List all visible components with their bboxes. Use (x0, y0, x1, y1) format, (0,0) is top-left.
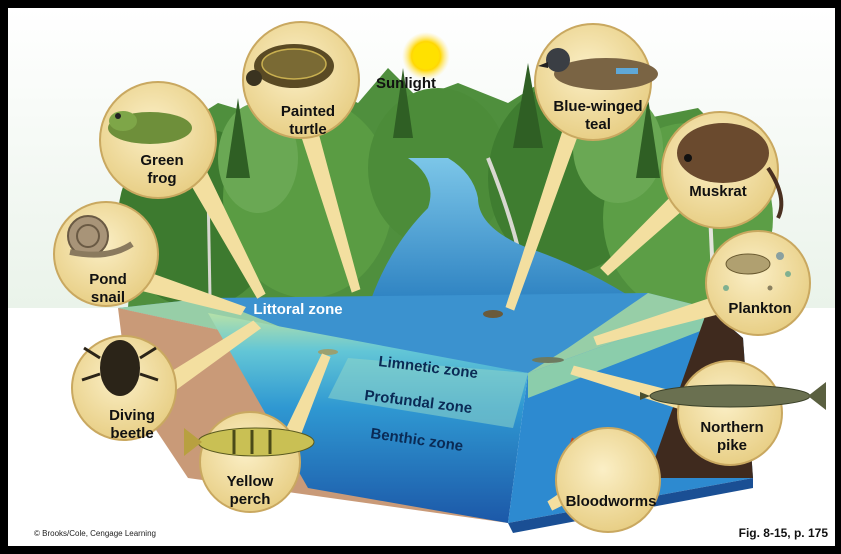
plankton-label: Plankton (728, 300, 791, 317)
painted-turtle-label-1: Painted (281, 103, 335, 120)
blue-winged-teal-label-2: teal (585, 116, 611, 133)
green-frog-label-1: Green (140, 152, 183, 169)
green-frog-label-2: frog (147, 170, 176, 187)
sunlight-label: Sunlight (376, 75, 436, 92)
northern-pike-label-1: Northern (700, 419, 763, 436)
perch-in-lake (318, 349, 338, 355)
blue-winged-teal-label-1: Blue-winged (553, 98, 642, 115)
painted-turtle-label-2: turtle (289, 121, 327, 138)
figure-reference: Fig. 8-15, p. 175 (739, 526, 829, 540)
fish-in-lake (532, 357, 564, 363)
yellow-perch-label-2: perch (230, 491, 271, 508)
copyright-credit: © Brooks/Cole, Cengage Learning (34, 529, 156, 538)
lake-ecosystem-diagram: Painted turtle Green frog Pond snail Div… (8, 8, 835, 548)
muskrat-label: Muskrat (689, 183, 747, 200)
diving-beetle-label-2: beetle (110, 425, 153, 442)
bloodworms-label: Bloodworms (566, 493, 657, 510)
bubble-plankton (706, 231, 810, 335)
pond-snail-label-2: snail (91, 289, 125, 306)
sun-core (413, 43, 439, 69)
pond-snail-label-1: Pond (89, 271, 127, 288)
diving-beetle-label-1: Diving (109, 407, 155, 424)
northern-pike-label-2: pike (717, 437, 747, 454)
bubble-bloodworms (556, 428, 660, 532)
duck-in-lake (483, 310, 503, 318)
littoral-zone-label: Littoral zone (253, 301, 342, 318)
yellow-perch-label-1: Yellow (227, 473, 274, 490)
